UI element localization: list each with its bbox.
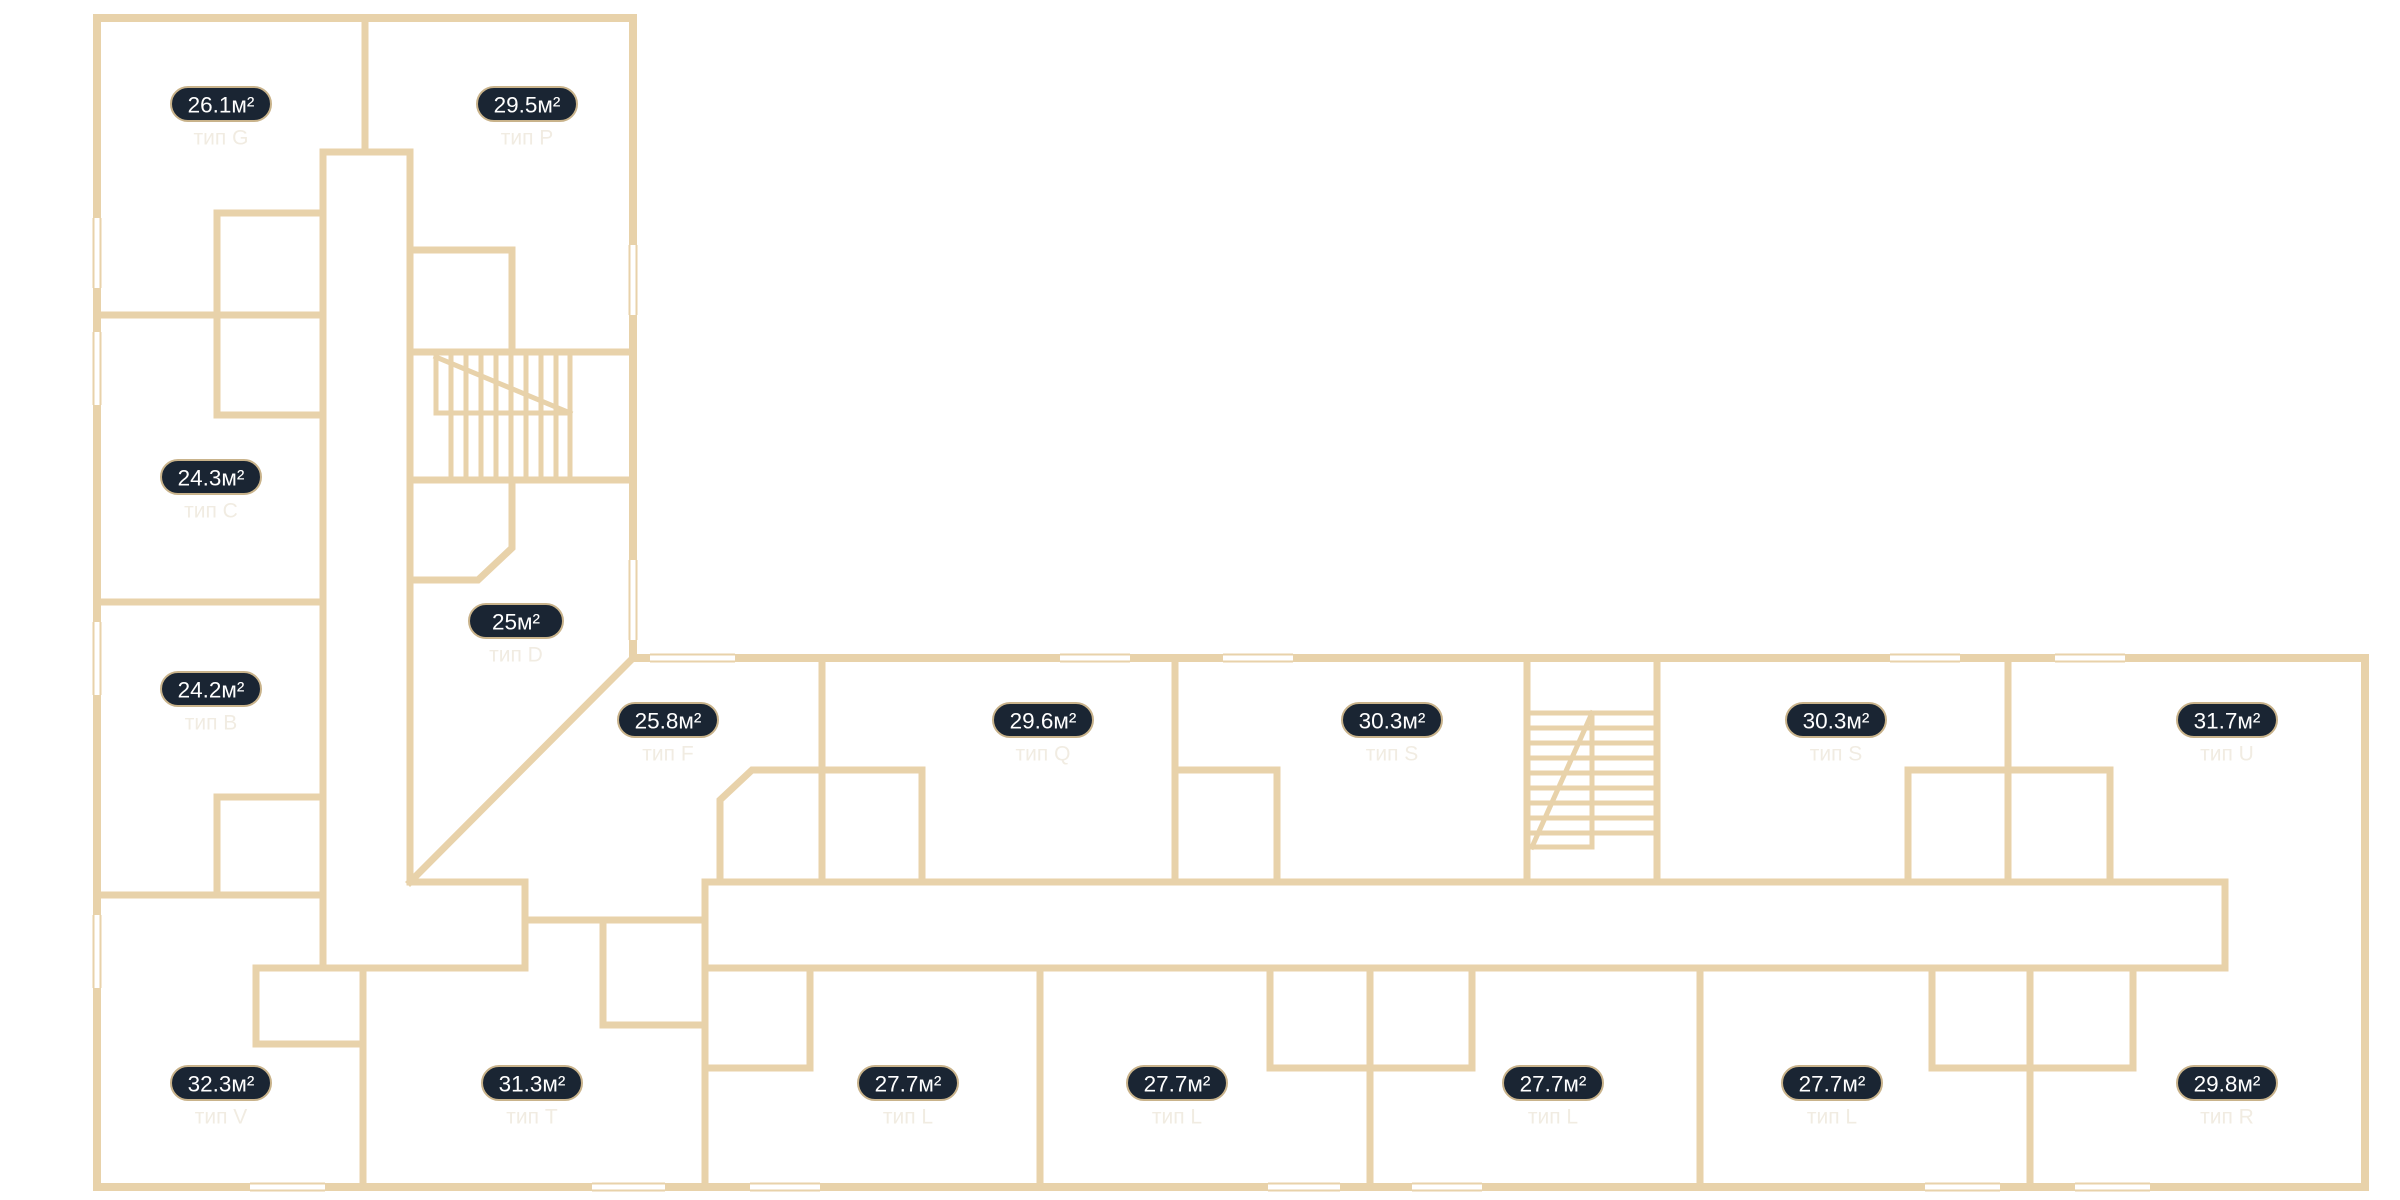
area-badge bbox=[476, 86, 578, 122]
area-badge bbox=[468, 603, 564, 639]
area-label: 31.3м² bbox=[499, 1072, 566, 1097]
area-label: 29.6м² bbox=[1010, 709, 1077, 734]
area-badge bbox=[1341, 702, 1443, 738]
apartment-l2[interactable]: 27.7м² тип L bbox=[1126, 1065, 1228, 1129]
apartment-s2[interactable]: 30.3м² тип S bbox=[1785, 702, 1887, 766]
unit-type-label: тип L bbox=[1807, 1106, 1857, 1129]
unit-type-label: тип D bbox=[489, 644, 543, 667]
area-label: 25м² bbox=[492, 610, 540, 635]
area-label: 27.7м² bbox=[1144, 1072, 1211, 1097]
bathroom-wall bbox=[406, 476, 516, 584]
diagonal-wall bbox=[405, 653, 638, 887]
apartment-l4[interactable]: 27.7м² тип L bbox=[1781, 1065, 1883, 1129]
bathroom-wall bbox=[701, 964, 814, 1072]
area-label: 27.7м² bbox=[1799, 1072, 1866, 1097]
walls bbox=[93, 14, 2369, 1191]
apartment-r1[interactable]: 29.8м² тип R bbox=[2176, 1065, 2278, 1129]
area-label: 27.7м² bbox=[875, 1072, 942, 1097]
unit-type-label: тип B bbox=[185, 712, 238, 735]
apartment-u1-area[interactable] bbox=[2008, 658, 2365, 1187]
apartment-l3[interactable]: 27.7м² тип L bbox=[1502, 1065, 1604, 1129]
unit-type-label: тип R bbox=[2200, 1106, 2254, 1129]
apartment-v1[interactable]: 32.3м² тип V bbox=[170, 1065, 272, 1129]
area-badge bbox=[160, 459, 262, 495]
apartment-b1[interactable]: 24.2м² тип B bbox=[160, 671, 262, 735]
area-badge bbox=[160, 671, 262, 707]
area-label: 29.5м² bbox=[494, 93, 561, 118]
unit-type-label: тип S bbox=[1366, 743, 1419, 766]
apartment-p1[interactable]: 29.5м² тип P bbox=[476, 86, 578, 150]
bathroom-wall bbox=[599, 916, 709, 1029]
bathroom-wall bbox=[406, 246, 516, 356]
unit-hit-layer bbox=[97, 18, 2365, 1187]
bathroom-wall bbox=[1928, 964, 2137, 1072]
area-badge bbox=[1781, 1065, 1883, 1101]
unit-type-label: тип C bbox=[184, 500, 238, 523]
unit-type-label: тип S bbox=[1810, 743, 1863, 766]
unit-type-label: тип V bbox=[195, 1106, 248, 1129]
area-badge bbox=[1126, 1065, 1228, 1101]
area-label: 27.7м² bbox=[1520, 1072, 1587, 1097]
unit-type-label: тип P bbox=[501, 127, 554, 150]
apartment-t1-area[interactable] bbox=[363, 920, 705, 1187]
outer-wall bbox=[93, 14, 2369, 1191]
area-label: 30.3м² bbox=[1803, 709, 1870, 734]
unit-type-label: тип G bbox=[194, 127, 249, 150]
unit-type-label: тип L bbox=[1152, 1106, 1202, 1129]
area-badge bbox=[2176, 1065, 2278, 1101]
area-label: 30.3м² bbox=[1359, 709, 1426, 734]
bathroom-wall bbox=[213, 209, 327, 419]
area-label: 31.7м² bbox=[2194, 709, 2261, 734]
area-badge bbox=[481, 1065, 583, 1101]
stairs-east bbox=[1528, 709, 1655, 851]
bathroom-wall bbox=[252, 964, 367, 1048]
area-badge bbox=[170, 1065, 272, 1101]
unit-type-label: тип L bbox=[1528, 1106, 1578, 1129]
apartment-l1[interactable]: 27.7м² тип L bbox=[857, 1065, 959, 1129]
area-badge bbox=[617, 702, 719, 738]
unit-type-label: тип L bbox=[883, 1106, 933, 1129]
area-label: 26.1м² bbox=[188, 93, 255, 118]
apartment-c1-area[interactable] bbox=[97, 315, 323, 602]
bathroom-wall bbox=[1171, 766, 1281, 886]
apartment-q1[interactable]: 29.6м² тип Q bbox=[992, 702, 1094, 766]
area-label: 24.3м² bbox=[178, 466, 245, 491]
area-badge bbox=[992, 702, 1094, 738]
area-badge bbox=[2176, 702, 2278, 738]
apartment-c1[interactable]: 24.3м² тип C bbox=[160, 459, 262, 523]
bathroom-wall bbox=[1266, 964, 1476, 1072]
apartment-b1-area[interactable] bbox=[97, 602, 323, 895]
area-label: 29.8м² bbox=[2194, 1072, 2261, 1097]
area-label: 24.2м² bbox=[178, 678, 245, 703]
apartment-f1[interactable]: 25.8м² тип F bbox=[617, 702, 719, 766]
unit-type-label: тип T bbox=[506, 1106, 558, 1129]
unit-type-label: тип F bbox=[642, 743, 693, 766]
bathroom-wall bbox=[716, 766, 926, 886]
area-badge bbox=[170, 86, 272, 122]
bathroom-wall bbox=[1904, 766, 2114, 886]
apartment-g1[interactable]: 26.1м² тип G bbox=[170, 86, 272, 150]
apartment-p1-area[interactable] bbox=[365, 18, 633, 352]
area-badge bbox=[1502, 1065, 1604, 1101]
area-label: 25.8м² bbox=[635, 709, 702, 734]
area-badge bbox=[857, 1065, 959, 1101]
unit-labels: 26.1м² тип G 29.5м² тип P 24.3м² тип C 25м² тип… bbox=[160, 86, 2278, 1129]
unit-type-label: тип Q bbox=[1016, 743, 1071, 766]
unit-type-label: тип U bbox=[2200, 743, 2254, 766]
bathroom-wall bbox=[213, 793, 327, 899]
area-label: 32.3м² bbox=[188, 1072, 255, 1097]
area-badge bbox=[1785, 702, 1887, 738]
corridor-wall-east-wing bbox=[701, 878, 2229, 972]
apartment-u1[interactable]: 31.7м² тип U bbox=[2176, 702, 2278, 766]
windows bbox=[92, 218, 2150, 1192]
apartment-s1[interactable]: 30.3м² тип S bbox=[1341, 702, 1443, 766]
apartment-d1[interactable]: 25м² тип D bbox=[468, 603, 564, 667]
apartment-t1[interactable]: 31.3м² тип T bbox=[481, 1065, 583, 1129]
stairs-north bbox=[432, 353, 574, 478]
